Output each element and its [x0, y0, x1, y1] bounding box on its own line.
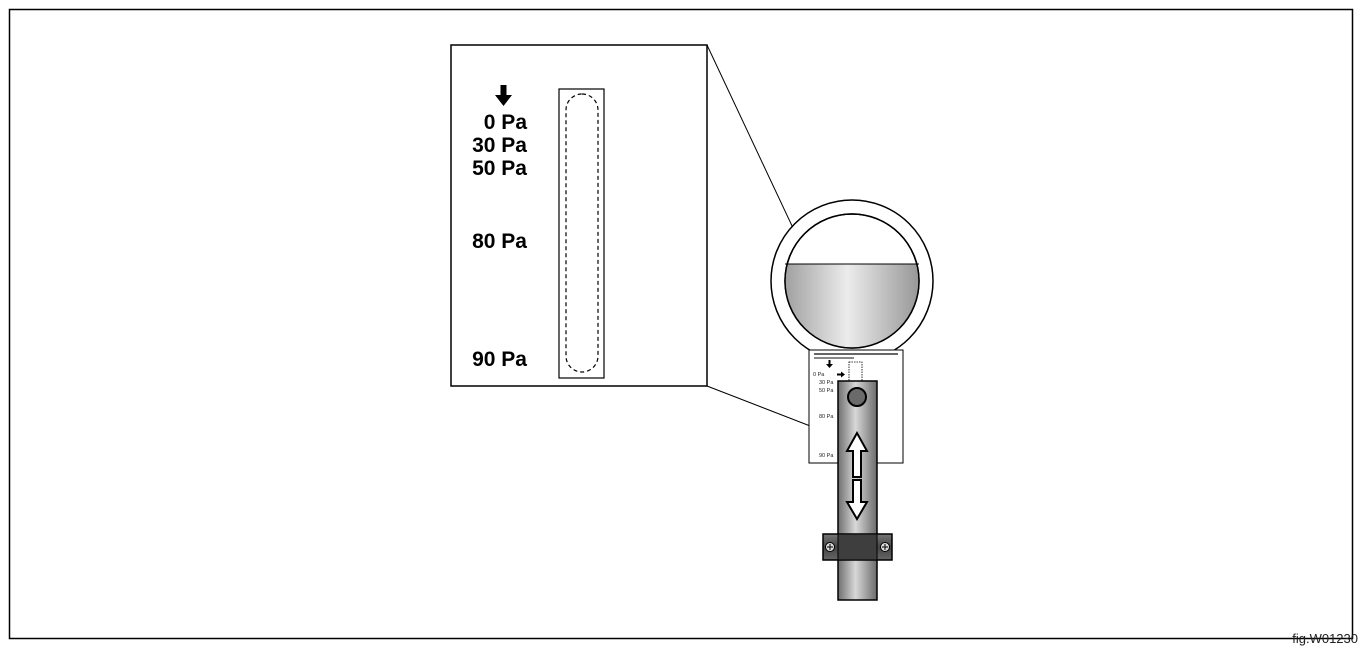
down-arrow-icon	[845, 479, 869, 521]
zoom-scale-label-50: 50 Pa	[472, 157, 527, 180]
screw-icon	[880, 542, 890, 552]
clamp-band	[837, 533, 878, 561]
figure-id: fig.W01230	[1292, 631, 1358, 646]
tube-clamp	[822, 533, 893, 561]
zoom-scale-label-0: 0 Pa	[484, 111, 528, 134]
screw-icon	[825, 542, 835, 552]
label-panel-scale-90: 90 Pa	[819, 453, 834, 459]
sight-glass-window-border	[784, 213, 920, 349]
outer-frame	[8, 8, 1354, 640]
label-panel-text-line	[814, 353, 898, 355]
label-panel-scale-80: 80 Pa	[819, 414, 834, 420]
sight-glass	[770, 199, 934, 363]
label-panel-scale-50: 50 Pa	[819, 388, 834, 394]
tube-float-knob	[847, 387, 867, 407]
label-panel-float-window	[848, 361, 863, 383]
zoom-float-outline	[565, 93, 599, 373]
zoom-scale-label-80: 80 Pa	[472, 230, 527, 253]
down-arrow-icon	[495, 85, 512, 106]
down-arrow-icon	[826, 360, 833, 368]
label-panel-text-line	[814, 357, 854, 359]
zoom-inset: 0 Pa 30 Pa 50 Pa 80 Pa 90 Pa	[450, 44, 708, 387]
label-panel-scale-30: 30 Pa	[819, 380, 834, 386]
label-panel-scale-0: 0 Pa	[813, 372, 825, 378]
level-tube	[837, 380, 878, 601]
up-arrow-icon	[845, 430, 869, 478]
zoom-scale-label-30: 30 Pa	[472, 134, 527, 157]
right-arrow-icon	[837, 371, 845, 378]
zoom-scale-label-90: 90 Pa	[472, 348, 527, 371]
